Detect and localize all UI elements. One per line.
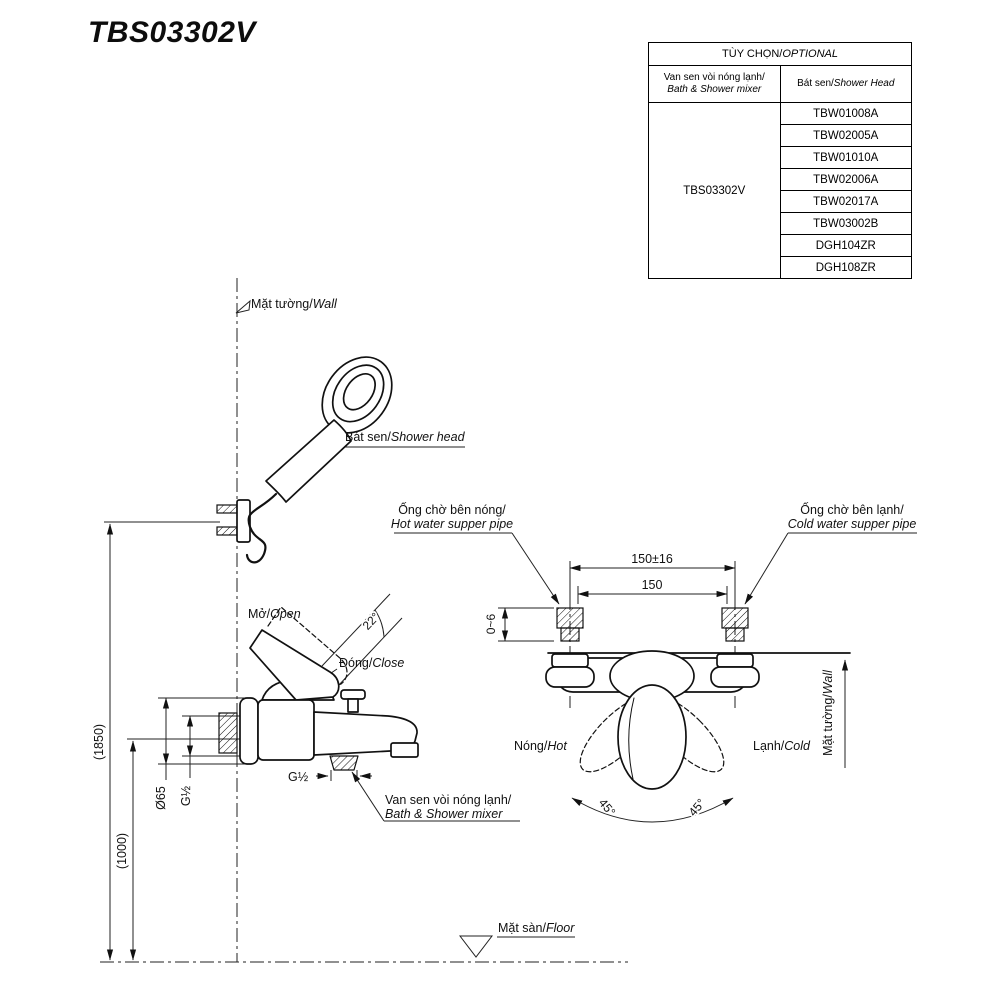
cold-union-top (716, 653, 754, 668)
valve-body (257, 699, 315, 761)
cold-eccentric-neck (725, 627, 745, 642)
label-150-tol: 150±16 (631, 552, 673, 566)
drawing-labels: Mặt tường/Wall Bát sen/Shower head Mở/Op… (92, 297, 916, 935)
label-cold-pipe-line2: Cold water supper pipe (788, 517, 917, 531)
label-g12-bottom: G½ (288, 770, 309, 784)
wall-top-arrow (235, 299, 251, 314)
label-mixer-line1: Van sen vòi nóng lạnh/ (385, 793, 512, 807)
floor-level-symbol (458, 935, 494, 958)
table-title: TÙY CHỌN/OPTIONAL (648, 42, 912, 66)
label-dia65: Ø65 (154, 786, 168, 810)
bracket-pin (216, 526, 238, 536)
table-title-en: OPTIONAL (782, 48, 838, 60)
label-wall-side: Mặt tường/Wall (821, 669, 835, 756)
lever-open-phantom (267, 606, 348, 691)
label-0-6: 0~6 (484, 613, 498, 634)
escutcheon (239, 697, 259, 765)
label-hot: Nóng/Hot (514, 739, 567, 753)
angle-22-arc (374, 609, 385, 638)
center-lines (100, 278, 736, 963)
shower-head-assembly (236, 356, 393, 564)
options-table: TÙY CHỌN/OPTIONAL Van sen vòi nóng lạnh/… (648, 42, 912, 279)
bracket-pin (216, 504, 238, 514)
table-title-row: TÙY CHỌN/OPTIONAL (648, 42, 912, 66)
label-close: Đóng/Close (339, 656, 404, 670)
label-g12-side: G½ (179, 785, 193, 806)
shower-head-code: TBW03002B (779, 212, 912, 235)
mixer-model-cell: TBS03302V (648, 102, 781, 279)
hatched-sections (216, 504, 749, 754)
shower-head-handle (265, 419, 352, 503)
label-150: 150 (642, 578, 663, 592)
shower-outlet (329, 755, 359, 771)
label-cold-pipe-line1: Ống chờ bên lạnh/ (800, 502, 904, 517)
table-row: TBS03302V TBW01008A (648, 102, 912, 279)
table-title-vi: TÙY CHỌN/ (722, 48, 783, 60)
aerator (390, 742, 419, 758)
mixer-label-leader (351, 771, 385, 822)
page-title: TBS03302V (88, 16, 256, 49)
dimension-lines (106, 523, 849, 961)
table-row: TBW03002B (649, 212, 912, 235)
front-handle-detail (628, 697, 635, 780)
hot-eccentric-neck (560, 627, 580, 642)
lever-handle (249, 629, 340, 701)
front-handle (617, 684, 687, 790)
label-wall-top: Mặt tường/Wall (251, 297, 338, 311)
swing-arc (571, 797, 734, 823)
label-angle-22: 22° (360, 610, 383, 633)
label-45-right: 45° (686, 796, 709, 819)
mixer-wall-stub (218, 712, 238, 754)
label-hot-pipe-line2: Hot water supper pipe (391, 517, 513, 531)
wall-bracket (236, 499, 251, 543)
cold-union-nut (710, 666, 760, 688)
label-shower-head: Bát sen/Shower head (345, 430, 466, 444)
label-hot-pipe-line1: Ống chờ bên nóng/ (398, 502, 506, 517)
cold-eccentric (721, 607, 749, 629)
label-floor: Mặt sàn/Floor (498, 921, 575, 935)
angle-22-construction-2 (337, 617, 403, 687)
label-cold: Lạnh/Cold (753, 739, 811, 753)
hot-eccentric (556, 607, 584, 629)
table-row: DGH108ZR (649, 256, 912, 279)
leader-lines (235, 299, 917, 958)
hot-pipe-leader (511, 532, 560, 605)
diverter-stem (347, 698, 359, 713)
label-1000: (1000) (115, 833, 129, 869)
shower-head-face (321, 356, 393, 434)
hot-union-top (551, 653, 589, 668)
table-row: TBW01010A (649, 146, 912, 169)
label-mixer-line2: Bath & Shower mixer (385, 807, 503, 821)
table-header-row: Van sen vòi nóng lạnh/Bath & Shower mixe… (648, 65, 912, 103)
mixer-elevation (239, 606, 419, 771)
mixer-front (545, 650, 851, 790)
cold-pipe-leader (744, 532, 789, 605)
diverter-knob (340, 689, 366, 700)
angle-22-construction-1 (321, 593, 391, 667)
shower-head-code: DGH108ZR (779, 256, 912, 279)
shower-hose (245, 492, 278, 564)
hot-union-nut (545, 666, 595, 688)
shower-head-code: TBW02006A (779, 168, 912, 191)
shower-head-code: TBW01010A (779, 146, 912, 169)
label-1850: (1850) (92, 724, 106, 760)
table-row: TBW02006A (649, 168, 912, 191)
label-45-left: 45° (596, 796, 619, 819)
label-open: Mở/Open (248, 607, 301, 621)
